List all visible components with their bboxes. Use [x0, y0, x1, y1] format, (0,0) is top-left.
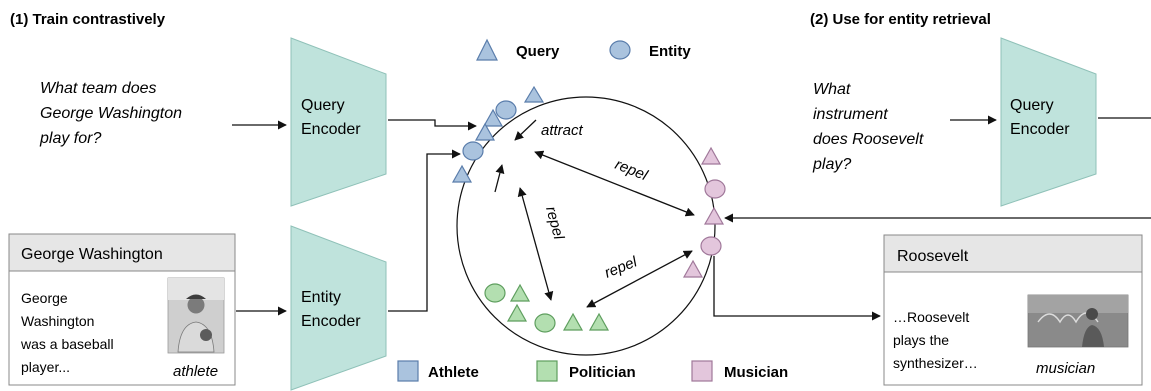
legend-athlete: Athlete	[397, 360, 479, 382]
left-entity-encoder-label-2: Encoder	[301, 313, 361, 330]
legend-query-triangle-icon	[476, 38, 498, 61]
athlete-query-point	[482, 108, 504, 127]
legend-athlete-label: Athlete	[428, 364, 479, 381]
athlete-entity-point	[495, 100, 517, 120]
repel-label-top: repel	[613, 156, 651, 185]
legend-query: Query	[476, 38, 560, 61]
legend-entity-circle-icon	[609, 40, 631, 60]
left-entity-box-line-1: George	[21, 290, 68, 306]
repel-arrow-athlete-politician	[517, 187, 554, 301]
right-query-line-1: What	[813, 81, 851, 98]
retrieved-entity-arrow	[713, 256, 881, 321]
left-entity-box: George Washington George Washington was …	[8, 233, 236, 386]
left-query-encoder: Query Encoder	[290, 37, 387, 207]
left-entity-box-line-2: Washington	[21, 313, 94, 329]
politician-entity-point	[534, 313, 556, 333]
embedding-space-circle	[456, 96, 716, 356]
repel-arrow-politician-musician	[586, 250, 693, 308]
entity-encoder-output-arrow	[388, 149, 461, 312]
politician-entity-point	[484, 283, 506, 303]
right-entity-box-line-3: synthesizer…	[893, 355, 978, 371]
musician-query-point	[700, 146, 722, 165]
right-query-encoder-label-2: Encoder	[1010, 121, 1070, 138]
right-entity-box-tag: musician	[1036, 360, 1095, 377]
musician-query-point	[703, 206, 725, 225]
right-query-line-2: instrument	[813, 106, 888, 123]
query-encoder-output-arrow	[388, 119, 477, 131]
athlete-query-point	[474, 122, 496, 141]
musician-entity-point	[700, 236, 722, 256]
right-entity-box-line-1: …Roosevelt	[893, 309, 969, 325]
politician-query-point	[562, 312, 584, 331]
repel-label-right: repel	[602, 253, 640, 282]
athlete-photo	[167, 277, 225, 354]
right-panel-title: (2) Use for entity retrieval	[810, 11, 991, 28]
politician-query-point	[506, 303, 528, 322]
left-entity-box-tag: athlete	[173, 363, 218, 380]
politician-query-point	[588, 312, 610, 331]
right-entity-box: Roosevelt …Roosevelt plays the synthesiz…	[883, 234, 1143, 386]
right-query-encoder-label-1: Query	[1010, 97, 1054, 114]
legend-musician-label: Musician	[724, 364, 788, 381]
left-entity-encoder: Entity Encoder	[290, 225, 387, 391]
left-query-line-2: George Washington	[40, 105, 182, 122]
left-query-encoder-label-2: Encoder	[301, 121, 361, 138]
attract-label: attract	[541, 122, 584, 139]
legend-entity: Entity	[609, 40, 691, 60]
athlete-query-point	[523, 85, 545, 103]
athlete-query-point	[451, 164, 473, 183]
legend-athlete-swatch	[397, 360, 419, 382]
athlete-cluster	[451, 85, 545, 183]
legend-musician: Musician	[691, 360, 788, 382]
left-query-encoder-label-1: Query	[301, 97, 345, 114]
legend-musician-swatch	[691, 360, 713, 382]
legend-query-label: Query	[516, 43, 560, 60]
repel-label-left: repel	[542, 205, 567, 242]
attract-arrow-lower	[494, 164, 505, 193]
right-query-line-3: does Roosevelt	[813, 131, 924, 148]
right-query-encoder: Query Encoder	[1000, 37, 1097, 207]
left-entity-box-line-3: was a baseball	[20, 336, 114, 352]
repel-arrow-athlete-musician	[534, 150, 695, 217]
legend-politician-label: Politician	[569, 364, 636, 381]
left-entity-box-title: George Washington	[21, 246, 163, 263]
musician-query-point	[682, 259, 704, 278]
left-entity-box-line-4: player...	[21, 359, 70, 375]
attract-arrow	[514, 119, 537, 141]
musician-photo	[1027, 294, 1129, 348]
musician-cluster	[682, 146, 726, 278]
left-entity-encoder-label-1: Entity	[301, 289, 341, 306]
musician-entity-point	[704, 179, 726, 199]
legend-politician: Politician	[536, 360, 636, 382]
athlete-entity-point	[462, 141, 484, 161]
right-entity-box-line-2: plays the	[893, 332, 949, 348]
legend-entity-label: Entity	[649, 43, 691, 60]
left-query-line-3: play for?	[39, 130, 101, 147]
right-entity-box-title: Roosevelt	[897, 248, 969, 265]
legend-politician-swatch	[536, 360, 558, 382]
politician-query-point	[509, 283, 531, 302]
left-query-line-1: What team does	[40, 80, 157, 97]
left-panel-title: (1) Train contrastively	[10, 11, 166, 28]
right-query-line-4: play?	[812, 156, 851, 173]
